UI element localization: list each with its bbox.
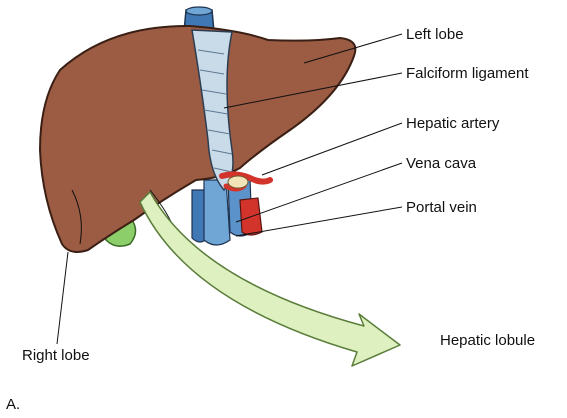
label-hepatic-artery: Hepatic artery — [406, 115, 500, 132]
vena-cava-leader — [236, 163, 402, 222]
label-portal-vein: Portal vein — [406, 199, 477, 216]
label-vena-cava: Vena cava — [406, 155, 477, 172]
label-falciform-ligament: Falciform ligament — [406, 65, 529, 82]
panel-label: A. — [6, 396, 20, 413]
label-left-lobe: Left lobe — [406, 26, 464, 43]
right-lobe-leader — [57, 252, 68, 344]
label-right-lobe: Right lobe — [22, 347, 90, 364]
lobule-arrow — [140, 192, 400, 366]
hepatic-artery — [222, 174, 270, 189]
label-hepatic-lobule: Hepatic lobule — [440, 332, 535, 349]
